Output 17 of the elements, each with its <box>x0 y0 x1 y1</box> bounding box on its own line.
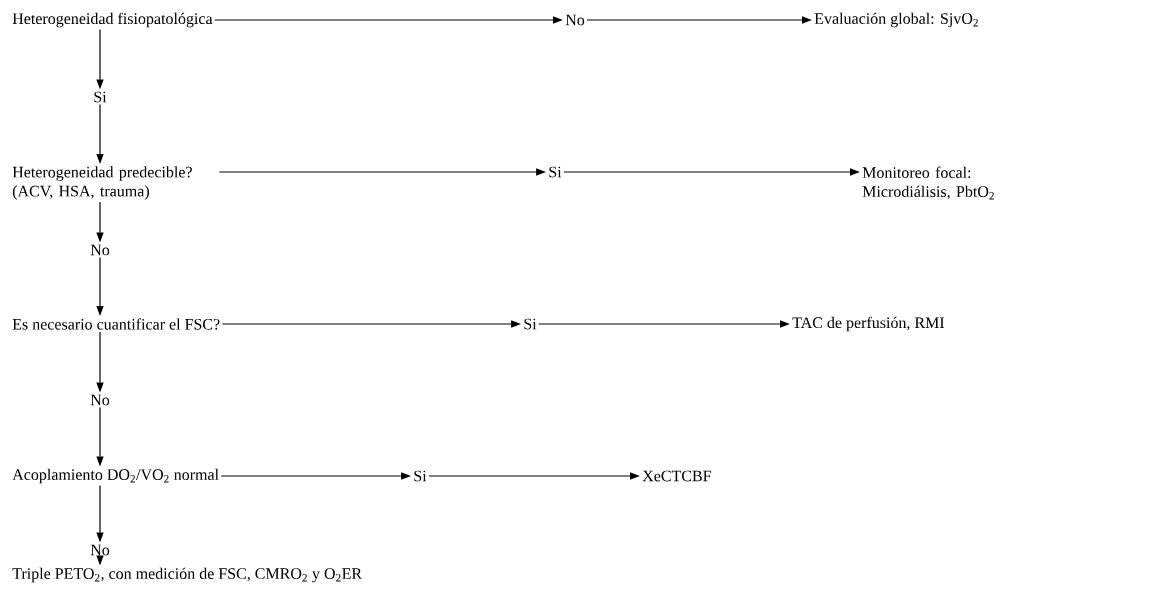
answer-label: No <box>90 544 110 556</box>
answer-label: Si <box>524 318 537 330</box>
answer-label: No <box>90 394 110 406</box>
step-text: Triple PETO$_{2}$, con medición de FSC, CMRO$_{2}$ y O$_{2}$ER <box>12 567 363 583</box>
step-text: Evaluación global: SjvO$_{2}$ <box>814 12 978 28</box>
answer-label: Si <box>414 470 427 482</box>
step-text: Heterogeneidad fisiopatológica <box>12 12 213 28</box>
answer-label: No <box>90 244 110 256</box>
step-text: Es necesario cuantificar el FSC? <box>12 318 220 330</box>
step-text: Heterogeneidad predecible? (ACV, HSA, trauma) <box>12 166 192 200</box>
step-text: Acoplamiento DO$_{2}$/VO$_{2}$ normal <box>12 468 219 484</box>
answer-label: No <box>565 14 585 26</box>
answer-label: Si <box>94 91 107 103</box>
step-text: XeCTCBF <box>642 470 711 482</box>
step-text: Monitoreo focal: Microdiálisis, PbtO$_{2}$ <box>862 166 994 200</box>
step-text: TAC de perfusión, RMI <box>792 316 945 332</box>
answer-label: Si <box>549 166 562 178</box>
